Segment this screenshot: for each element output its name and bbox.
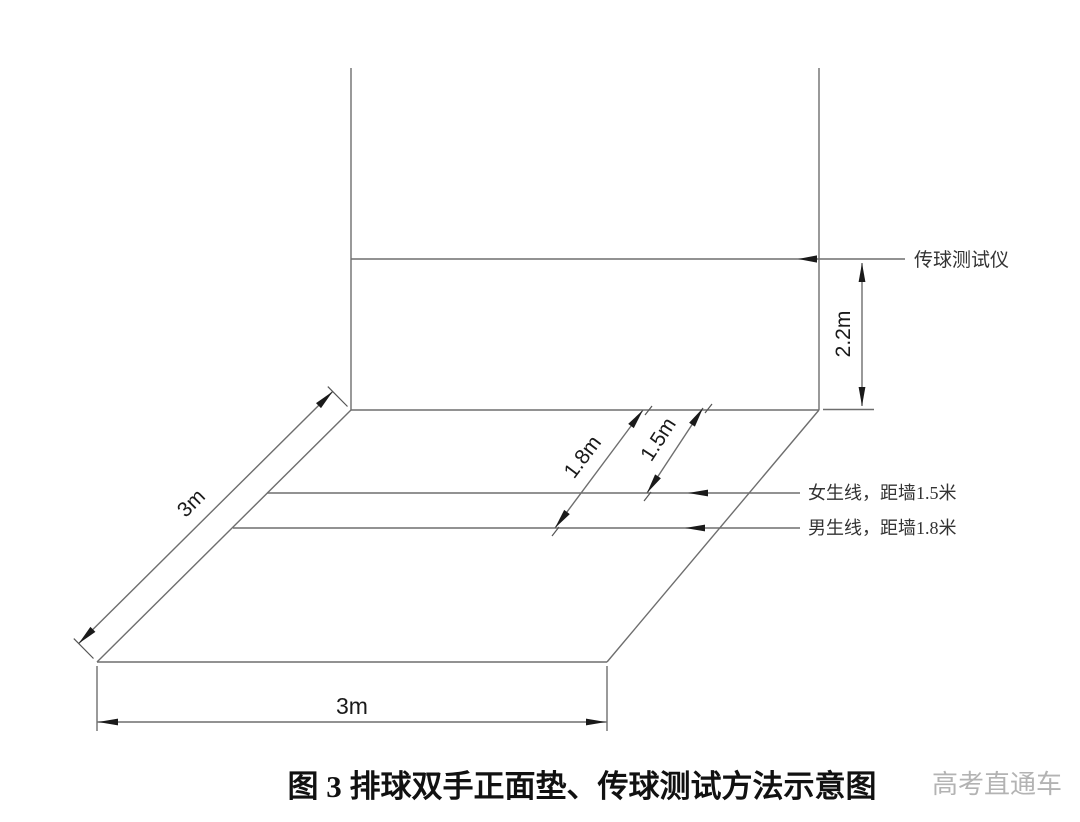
width-dim-arrow-right-icon — [586, 718, 606, 726]
passing-target-arrow-icon — [798, 255, 817, 263]
passing-target-label: 传球测试仪 — [914, 249, 1009, 271]
boys-dist-dim-label: 1.8m — [560, 432, 606, 483]
width-dim-arrow-left-icon — [98, 718, 118, 726]
girls-dist-dim-arrow-bottom-icon — [647, 474, 661, 493]
floor-right-edge — [606, 409, 820, 663]
girls-dist-dim-label: 1.5m — [636, 414, 681, 466]
girls-dist-dim-tick-bottom — [643, 491, 652, 502]
girls-dist-dim-arrow-top-icon — [689, 408, 703, 427]
boys-line-label: 男生线，距墙1.8米 — [808, 518, 957, 538]
depth-dim-line — [78, 391, 334, 644]
watermark: 高考直通车 — [932, 769, 1062, 799]
girls-line-label: 女生线，距墙1.5米 — [808, 483, 957, 503]
figure-caption: 图 3 排球双手正面垫、传球测试方法示意图 — [288, 769, 877, 804]
depth-dim-ext-top — [327, 386, 348, 407]
girls-dist-dim-tick-top — [704, 403, 713, 414]
boys-dist-dim-tick-bottom — [551, 526, 560, 537]
depth-dim-label: 3m — [173, 485, 210, 522]
depth-dim-arrow-bottom-icon — [78, 626, 96, 644]
girls-line-arrow-icon — [688, 489, 708, 497]
boys-dist-dim-arrow-top-icon — [628, 410, 643, 429]
depth-dim-arrow-top-icon — [316, 391, 333, 409]
boys-dist-dim-line — [554, 409, 644, 529]
depth-dim-ext-bottom — [73, 638, 94, 659]
height-dim-arrow-top-icon — [858, 263, 866, 282]
width-dim-label: 3m — [336, 693, 368, 719]
height-dim-label: 2.2m — [832, 311, 855, 358]
boys-dist-dim-tick-top — [644, 405, 653, 416]
height-dim-arrow-bottom-icon — [858, 387, 866, 406]
floor-left-edge — [96, 409, 352, 663]
boys-dist-dim-arrow-bottom-icon — [555, 509, 570, 528]
boys-line-arrow-icon — [685, 524, 705, 532]
